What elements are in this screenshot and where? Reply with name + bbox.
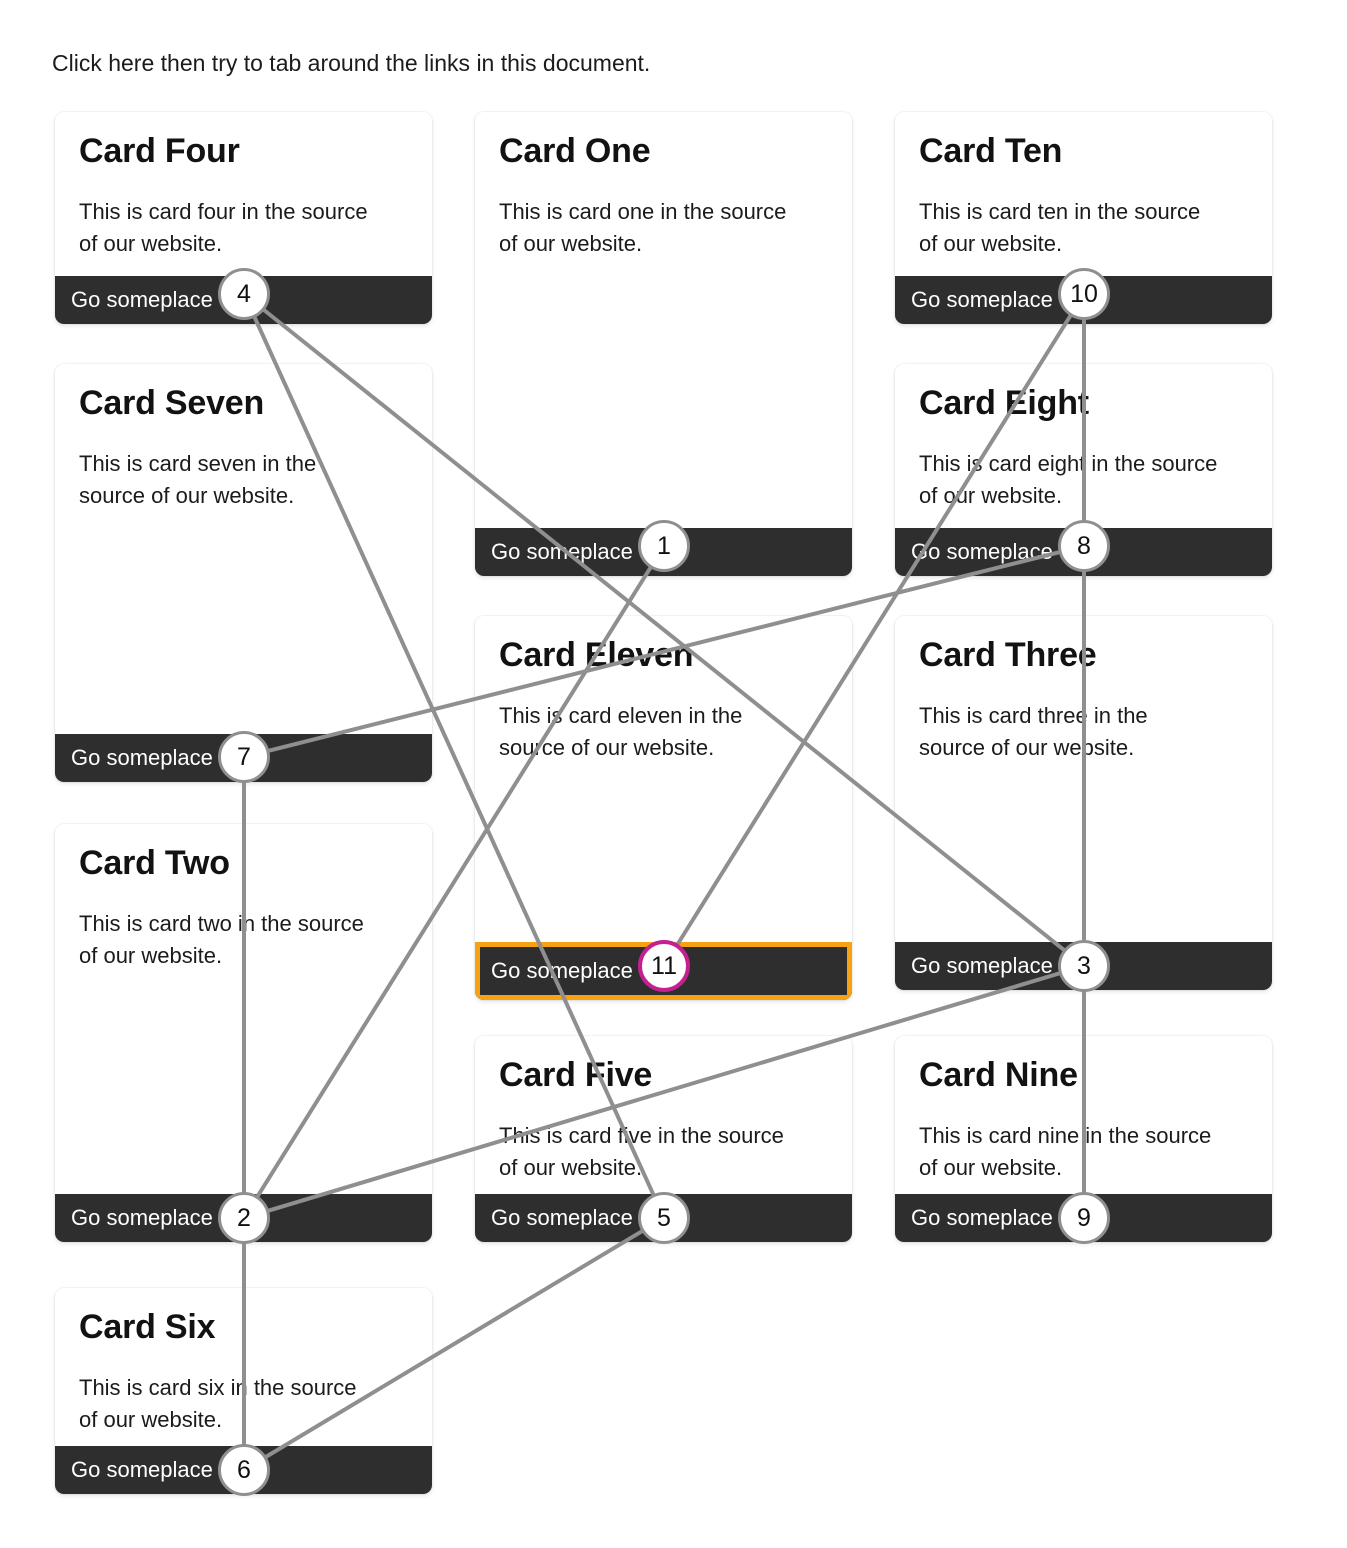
card-six: Card Six This is card six in the source … — [55, 1288, 432, 1494]
intro-text: Click here then try to tab around the li… — [52, 50, 651, 76]
card-body: Card Four This is card four in the sourc… — [55, 112, 432, 276]
card-title: Card Ten — [919, 132, 1063, 170]
card-link[interactable]: Go someplace — [71, 287, 213, 312]
card-title: Card Six — [79, 1308, 216, 1346]
card-two: Card Two This is card two in the source … — [55, 824, 432, 1242]
card-title: Card Two — [79, 844, 230, 882]
card-link-focused[interactable]: Go someplace — [491, 958, 633, 983]
card-text: This is card two in the source of our we… — [79, 910, 364, 968]
card-title: Card Five — [499, 1056, 653, 1094]
card-footer: Go someplace — [895, 276, 1272, 324]
card-title: Card Three — [919, 636, 1097, 674]
card-link[interactable]: Go someplace — [911, 1205, 1053, 1230]
card-body: Card Nine This is card nine in the sourc… — [895, 1036, 1272, 1194]
card-text: This is card one in the source of our we… — [499, 198, 787, 256]
card-footer: Go someplace — [55, 1446, 432, 1494]
card-body: Card One This is card one in the source … — [475, 112, 852, 528]
card-title: Card Eight — [919, 384, 1089, 422]
card-ten: Card Ten This is card ten in the source … — [895, 112, 1272, 324]
card-link[interactable]: Go someplace — [911, 539, 1053, 564]
card-seven: Card Seven This is card seven in the sou… — [55, 364, 432, 782]
card-link[interactable]: Go someplace — [911, 953, 1053, 978]
card-link[interactable]: Go someplace — [71, 745, 213, 770]
card-text: This is card four in the source of our w… — [79, 198, 368, 256]
card-body: Card Eleven This is card eleven in the s… — [475, 616, 852, 942]
card-five: Card Five This is card five in the sourc… — [475, 1036, 852, 1242]
card-text: This is card six in the source of our we… — [79, 1374, 357, 1432]
card-footer: Go someplace — [895, 528, 1272, 576]
card-footer: Go someplace — [55, 1194, 432, 1242]
card-text: This is card eight in the source of our … — [919, 450, 1218, 508]
card-body: Card Two This is card two in the source … — [55, 824, 432, 1194]
card-footer: Go someplace — [475, 528, 852, 576]
card-title: Card Four — [79, 132, 240, 170]
card-title: Card Nine — [919, 1056, 1078, 1094]
card-footer: Go someplace — [475, 1194, 852, 1242]
card-four: Card Four This is card four in the sourc… — [55, 112, 432, 324]
card-link[interactable]: Go someplace — [71, 1457, 213, 1482]
card-footer: Go someplace — [55, 734, 432, 782]
card-body: Card Seven This is card seven in the sou… — [55, 364, 432, 734]
card-footer: Go someplace — [895, 1194, 1272, 1242]
card-body: Card Five This is card five in the sourc… — [475, 1036, 852, 1194]
card-text: This is card five in the source of our w… — [499, 1122, 784, 1180]
card-eleven: Card Eleven This is card eleven in the s… — [475, 616, 852, 1000]
card-nine: Card Nine This is card nine in the sourc… — [895, 1036, 1272, 1242]
card-footer: Go someplace — [895, 942, 1272, 990]
card-link[interactable]: Go someplace — [491, 539, 633, 564]
card-text: This is card seven in the source of our … — [79, 450, 317, 508]
card-text: This is card ten in the source of our we… — [919, 198, 1201, 256]
card-three: Card Three This is card three in the sou… — [895, 616, 1272, 990]
card-text: This is card nine in the source of our w… — [919, 1122, 1212, 1180]
card-link[interactable]: Go someplace — [71, 1205, 213, 1230]
card-link[interactable]: Go someplace — [491, 1205, 633, 1230]
card-footer-focused: Go someplace — [475, 942, 852, 1000]
card-body: Card Ten This is card ten in the source … — [895, 112, 1272, 276]
card-body: Card Six This is card six in the source … — [55, 1288, 432, 1446]
card-one: Card One This is card one in the source … — [475, 112, 852, 576]
card-body: Card Eight This is card eight in the sou… — [895, 364, 1272, 528]
card-link[interactable]: Go someplace — [911, 287, 1053, 312]
card-title: Card Seven — [79, 384, 265, 422]
card-text: This is card three in the source of our … — [919, 702, 1148, 760]
card-footer: Go someplace — [55, 276, 432, 324]
card-body: Card Three This is card three in the sou… — [895, 616, 1272, 942]
card-title: Card One — [499, 132, 651, 170]
card-eight: Card Eight This is card eight in the sou… — [895, 364, 1272, 576]
card-text: This is card eleven in the source of our… — [499, 702, 743, 760]
card-title: Card Eleven — [499, 636, 694, 674]
